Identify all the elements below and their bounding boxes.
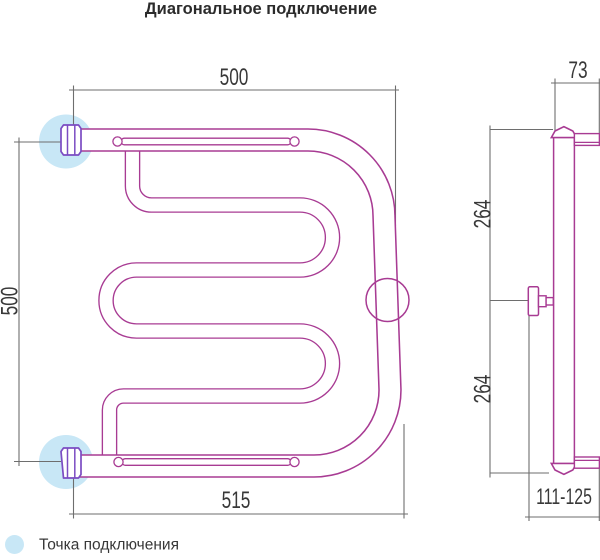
side-view-dimension-lines [489, 78, 600, 521]
bracket-plate [527, 286, 540, 317]
dim-label-wall-offset: 111-125 [536, 486, 592, 510]
dim-label-upper-span: 264 [470, 199, 496, 228]
riser-sphere-joint [365, 277, 410, 323]
top-hanger-rail [120, 137, 292, 146]
dim-label-lower-span: 264 [470, 374, 496, 403]
frame-pipe-core [79, 129, 401, 477]
hex-nut [60, 447, 82, 479]
front-view-dimension-lines [14, 85, 408, 519]
connection-point-highlights [39, 114, 93, 489]
front-view [60, 124, 410, 479]
bracket-arm [537, 295, 547, 308]
top-union-fitting [60, 124, 82, 156]
bottom-wall-stub [573, 456, 600, 469]
dim-label-top-width: 500 [220, 64, 249, 90]
legend: Точка подключения [5, 535, 179, 554]
rail-end-cap [289, 136, 300, 147]
dim-label-depth: 73 [568, 57, 587, 83]
rail-end-cap [113, 456, 124, 468]
side-view [527, 125, 600, 476]
bottom-hanger-rail [121, 458, 292, 466]
legend-label: Точка подключения [39, 537, 179, 554]
rail-end-cap [289, 456, 300, 468]
tube-top-cap [549, 125, 578, 139]
top-wall-stub [573, 132, 600, 147]
page-title: Диагональное подключение [145, 0, 377, 18]
dim-label-bottom-width: 515 [222, 487, 251, 513]
bracket-clamp [545, 296, 554, 306]
dim-label-left-height: 500 [0, 287, 23, 316]
hex-nut [60, 124, 82, 156]
tube-bottom-cap [549, 462, 578, 476]
rail-end-cap [112, 136, 123, 147]
bottom-union-fitting [60, 447, 82, 479]
wall-bracket [527, 286, 554, 317]
legend-connection-point-swatch [5, 535, 24, 554]
dimension-labels: 500 500 515 73 264 264 111-125 [0, 57, 592, 513]
serpentine-pipe-core [99, 148, 339, 458]
